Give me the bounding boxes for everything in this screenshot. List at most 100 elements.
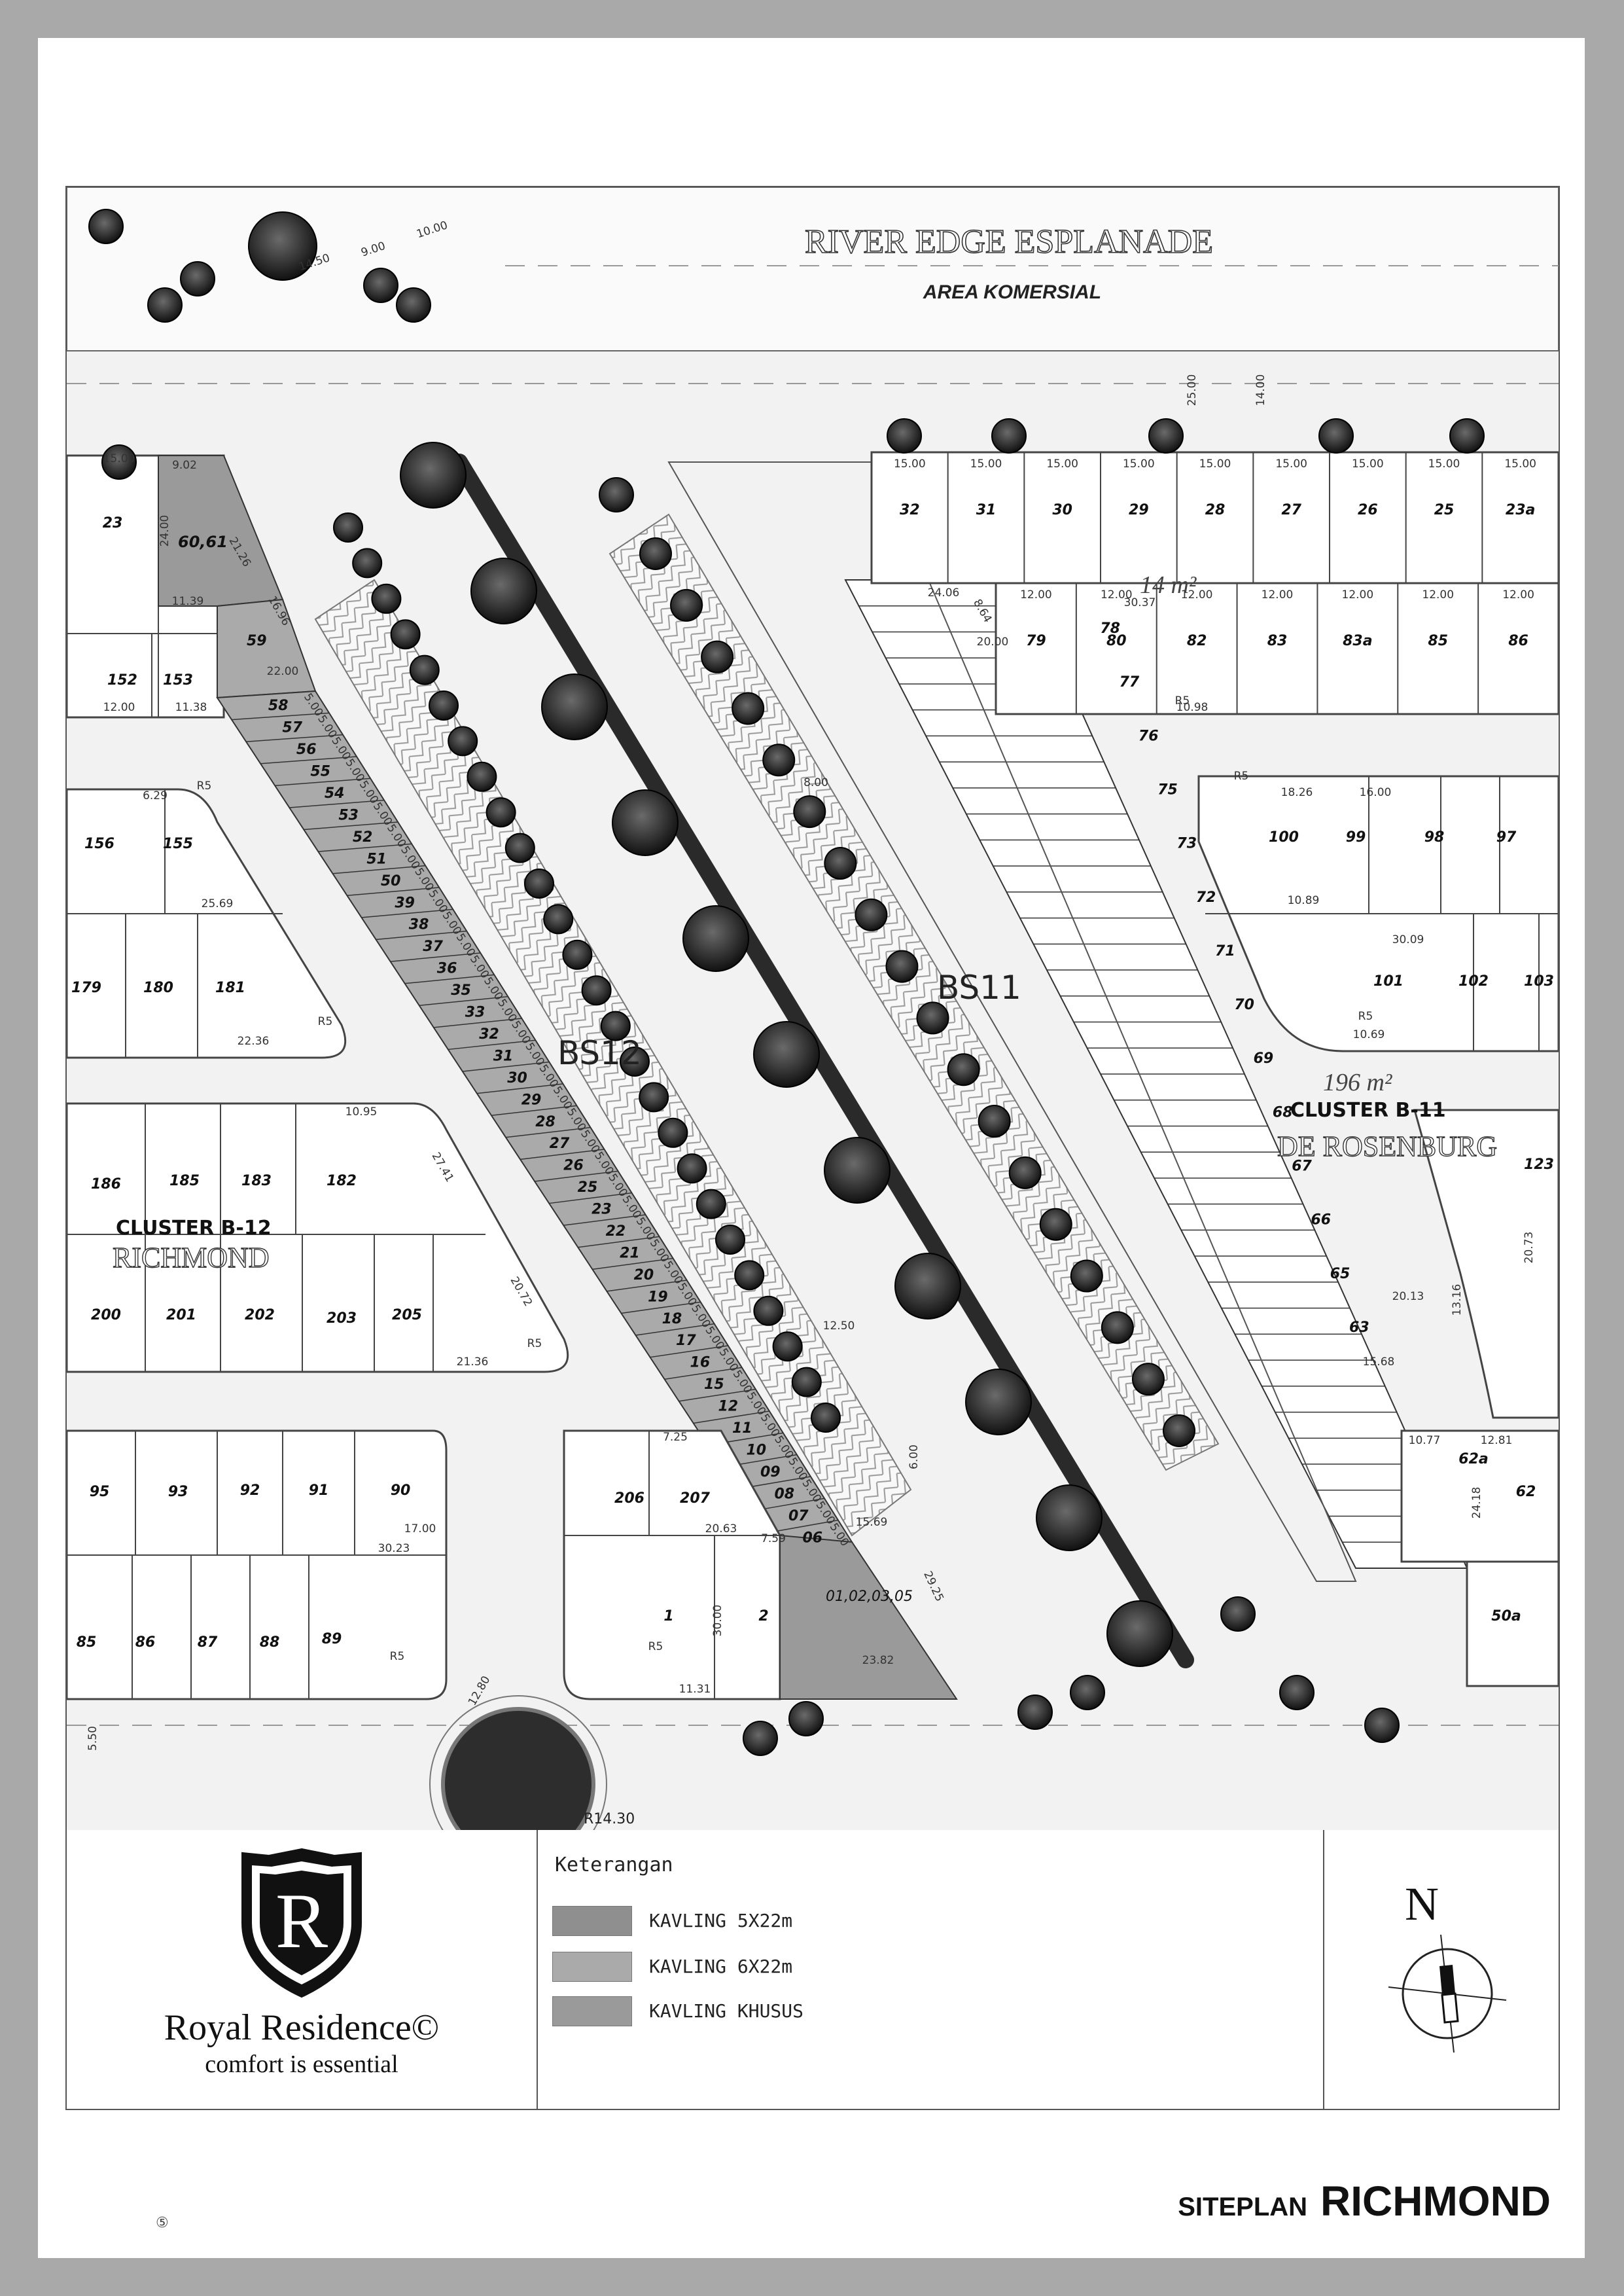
dimension-label: 9.02 xyxy=(172,459,197,472)
diagonal-plot-label: 63 xyxy=(1349,1319,1369,1336)
bs12-plot-label: 55 xyxy=(310,764,330,780)
diagonal-plot-label: 65 xyxy=(1330,1266,1350,1282)
dimension-label: 20.13 xyxy=(1392,1290,1424,1303)
cluster-b11-name: DE ROSENBURG xyxy=(1277,1130,1497,1162)
dimension-label: 21.36 xyxy=(457,1355,489,1369)
second-row-plot-width: 12.00 xyxy=(1342,588,1374,601)
right-cluster-plot-label: 100 xyxy=(1269,829,1299,846)
dimension-label: 14.00 xyxy=(1254,374,1267,406)
top-row-plot-width: 15.00 xyxy=(894,457,926,471)
dimension-label: R5 xyxy=(1358,1010,1373,1023)
bottom-plot-label: 95 xyxy=(90,1484,110,1500)
diagonal-plot-label: 67 xyxy=(1292,1158,1312,1175)
bs12-plot-label: 28 xyxy=(535,1114,556,1130)
dimension-label: 30.23 xyxy=(378,1542,410,1555)
bs12-plot-label: 23 xyxy=(591,1202,612,1218)
dimension-label: 20.73 xyxy=(1523,1232,1536,1264)
cluster-b12-name: RICHMOND xyxy=(113,1242,270,1274)
left-plot-label: 179 xyxy=(71,980,101,996)
diagonal-plot-label: 72 xyxy=(1196,889,1216,906)
second-row-plot-label: 79 xyxy=(1026,633,1046,649)
bs12-plot-label: 16 xyxy=(690,1355,711,1371)
bottom-plot-label: 91 xyxy=(309,1482,329,1499)
bs12-plot-label: 54 xyxy=(325,785,345,802)
dimension-label: 25.00 xyxy=(1186,374,1199,406)
top-row-plot-label: 27 xyxy=(1281,502,1301,518)
dimension-label: 13.16 xyxy=(1451,1284,1464,1316)
block-second-right-row xyxy=(995,582,1559,715)
legend-label: KAVLING KHUSUS xyxy=(649,2000,804,2022)
plot-60-61-label: 60,61 xyxy=(178,533,228,551)
second-row-plot-label: 86 xyxy=(1508,633,1528,649)
top-row-plot-label: 30 xyxy=(1052,502,1072,518)
north-letter: N xyxy=(1405,1878,1439,1930)
block-right-lower xyxy=(1413,1109,1559,1419)
left-plot-label: 183 xyxy=(241,1173,272,1189)
bs12-plot-label: 06 xyxy=(802,1530,822,1546)
north-indicator: N xyxy=(1323,1830,1557,2109)
bs12-plot-label: 17 xyxy=(676,1333,696,1349)
left-plot-label: 155 xyxy=(163,836,193,852)
dimension-label: R5 xyxy=(527,1337,542,1350)
cluster-b12-label: CLUSTER B-12 xyxy=(116,1217,272,1240)
bs12-plot-label: 19 xyxy=(648,1289,668,1305)
dimension-label: 11.31 xyxy=(679,1683,711,1696)
title-prefix: SITEPLAN xyxy=(1178,2193,1308,2221)
bs12-plot-label: 53 xyxy=(338,807,359,823)
bs12-plot-label: 09 xyxy=(760,1464,781,1480)
right-cluster-plot-label: 102 xyxy=(1458,973,1489,990)
diagonal-plot-label: 77 xyxy=(1120,674,1140,691)
map-drawing: RIVER EDGE ESPLANADE AREA KOMERSIAL 14 m… xyxy=(67,187,1559,1831)
diagonal-plot-label: 78 xyxy=(1100,620,1120,637)
block-bs12-label: BS12 xyxy=(557,1034,642,1072)
bs12-plot-label: 39 xyxy=(395,895,415,911)
dimension-label: 25.69 xyxy=(202,897,234,910)
right-cluster-plot-label: 101 xyxy=(1373,973,1403,990)
bs12-plot-label: 15 xyxy=(704,1376,724,1393)
tree-symbols xyxy=(88,209,1485,1756)
bs12-plot-label: 50 xyxy=(381,873,401,889)
top-row-plot-width: 15.00 xyxy=(1199,457,1231,471)
dimension-label: 10.98 xyxy=(1176,701,1209,714)
dimension-label: 22.36 xyxy=(238,1035,270,1048)
bottom-plot-label: 87 xyxy=(198,1634,218,1651)
second-row-plot-width: 12.00 xyxy=(1020,588,1052,601)
bottom-plot-label: 92 xyxy=(240,1482,260,1499)
dimension-label: R5 xyxy=(390,1650,405,1663)
dimension-label: 10.69 xyxy=(1353,1028,1385,1041)
bs12-plot-label: 38 xyxy=(409,917,429,933)
bs12-plot-label: 21 xyxy=(620,1245,640,1261)
dimension-label: 17.00 xyxy=(404,1522,436,1535)
block-cluster-b12 xyxy=(67,1102,569,1373)
site-plan-map: RIVER EDGE ESPLANADE AREA KOMERSIAL 14 m… xyxy=(65,186,1560,1833)
top-row-plot-label: 25 xyxy=(1434,502,1455,518)
dimension-label: R5 xyxy=(1234,770,1249,783)
bottom-plot-label: 85 xyxy=(77,1634,97,1651)
commercial-street-band xyxy=(67,187,1559,351)
bs12-plot-label: 18 xyxy=(662,1311,682,1327)
paving-strip-left xyxy=(314,579,912,1537)
left-plot-label: 181 xyxy=(215,980,245,996)
bs12-plot-label: 51 xyxy=(366,851,387,867)
top-row-plot-label: 31 xyxy=(976,502,997,518)
dimension-label: 24.06 xyxy=(928,586,960,600)
left-plot-label: 156 xyxy=(84,836,115,852)
dimension-label: 20.63 xyxy=(705,1522,737,1535)
bs12-plot-label: 10 xyxy=(746,1442,766,1458)
roundabout-radius-label: R14.30 xyxy=(584,1811,635,1827)
dimension-label: 12.50 xyxy=(823,1319,855,1333)
bottom-center-plot-label: 207 xyxy=(680,1490,711,1507)
bs12-plot-label: 57 xyxy=(282,720,302,736)
footer-mark: ⑤ xyxy=(156,2215,169,2231)
dimension-label: 5.50 xyxy=(86,1726,99,1751)
left-plot-label: 186 xyxy=(91,1176,121,1193)
bs12-plot-label: 22 xyxy=(606,1223,626,1240)
left-plot-label: 153 xyxy=(163,672,193,689)
right-cluster-plot-label: 103 xyxy=(1524,973,1554,990)
bs12-plot-label: 32 xyxy=(479,1026,499,1043)
north-arrow-icon xyxy=(1388,1934,1507,2053)
top-row-plot-width: 15.00 xyxy=(1428,457,1460,471)
bs12-plot-label: 27 xyxy=(550,1136,570,1152)
dimension-label: 23.82 xyxy=(862,1654,894,1667)
dimension-label: 24.18 xyxy=(1470,1487,1483,1519)
